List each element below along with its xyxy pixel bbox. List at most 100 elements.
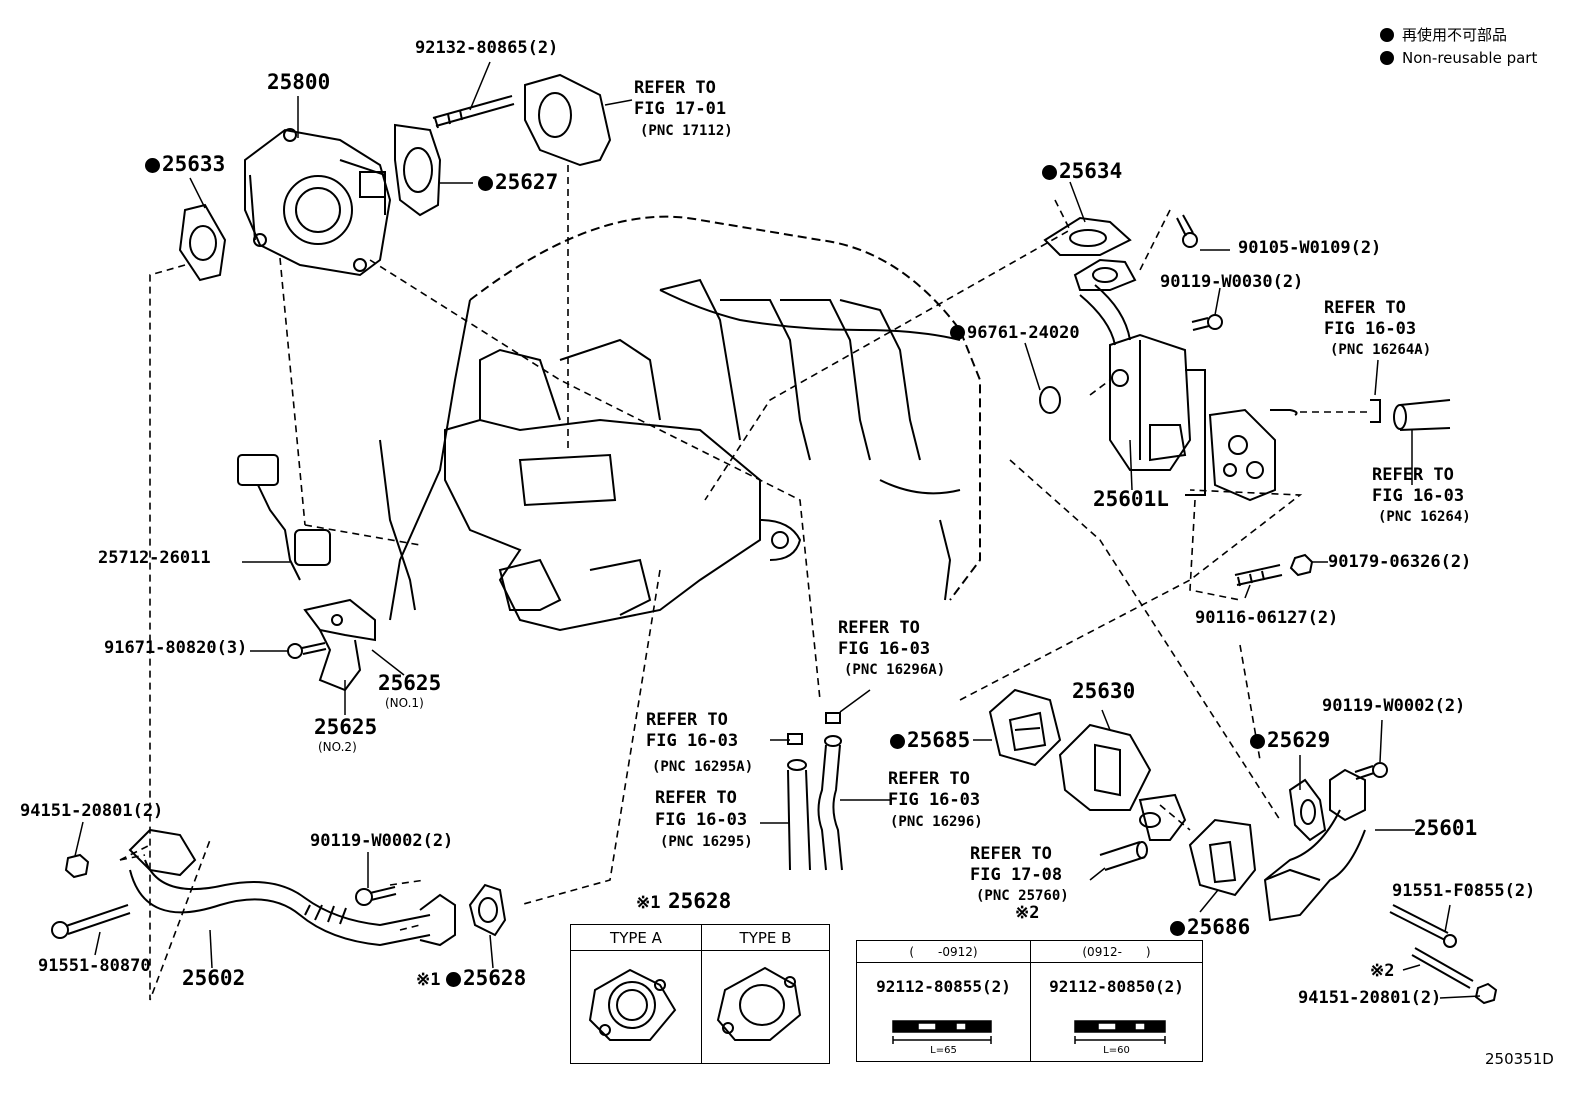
bolt-col1-header: ( -0912) [856,940,1031,963]
label-25627[interactable]: 25627 [478,172,558,193]
refer-16296-l3: (PNC 16296) [890,814,983,830]
bolts-bottomright-drawing [1354,762,1498,1005]
label-90116[interactable]: 90116-06127(2) [1195,608,1339,628]
label-25630[interactable]: 25630 [1072,679,1136,703]
legend-jp: 再使用不可部品 [1380,24,1507,45]
label-25633[interactable]: 25633 [145,154,225,175]
bolt-col1-part[interactable]: 92112-80855(2) [876,977,1011,996]
gasket-25634-drawing [1043,216,1137,291]
label-91551-f0855[interactable]: 91551-F0855(2) [1392,881,1536,901]
hoses-drawing [787,712,843,871]
refer-16295a-l2[interactable]: FIG 16-03 [646,731,739,751]
refer-16296-l2[interactable]: FIG 16-03 [888,790,981,810]
refer-16296a-l3: (PNC 16296A) [844,662,946,678]
label-90119-w0002-left[interactable]: 90119-W0002(2) [310,831,454,851]
gasket-type-table: TYPE A TYPE B [570,924,830,1064]
gasket-25627-drawing [394,123,442,217]
label-25602[interactable]: 25602 [182,966,246,990]
throttle-body-drawing [244,128,392,277]
refer-16264a-l3: (PNC 16264A) [1330,342,1432,358]
egr-valve-25601L-drawing [1079,284,1298,502]
label-25686[interactable]: 25686 [1170,917,1250,938]
legend-en: Non-reusable part [1380,49,1537,67]
refer-25760-l3: (PNC 25760) [976,888,1069,904]
figure-id: 250351D [1485,1050,1554,1068]
label-90105[interactable]: 90105-W0109(2) [1238,238,1382,258]
label-91551[interactable]: 91551-80870 [38,956,151,976]
label-25601l[interactable]: 25601L [1093,487,1169,511]
label-92132[interactable]: 92132-80865(2) [415,38,559,58]
bolt-spec-table: ( -0912) (0912- ) 92112-80855(2) L=65 92… [856,940,1203,1062]
egr-valve-25630-drawing [1058,723,1187,841]
label-90119-w0002-right[interactable]: 90119-W0002(2) [1322,696,1466,716]
note2-table: ※2 [1015,903,1040,923]
refer-17-01-l3: (PNC 17112) [640,123,733,139]
label-25628[interactable]: 25628 [446,968,526,989]
label-25629[interactable]: 25629 [1250,730,1330,751]
label-25685[interactable]: 25685 [890,730,970,751]
refer-16264-l1[interactable]: REFER TO [1372,465,1454,485]
label-25625-no2[interactable]: 25625 [314,715,378,739]
label-25625-no2-sub: (NO.2) [318,740,357,754]
refer-16296a-l2[interactable]: FIG 16-03 [838,639,931,659]
refer-16295a-l1[interactable]: REFER TO [646,710,728,730]
refer-25760-l2[interactable]: FIG 17-08 [970,865,1063,885]
pipe-25601-drawing [1263,768,1366,922]
refer-16295-l1[interactable]: REFER TO [655,788,737,808]
stud-92132-drawing [432,95,515,129]
stud-nut-90116-drawing [1234,553,1314,587]
refer-16264a-l2[interactable]: FIG 16-03 [1324,319,1417,339]
bolt-col2-length: L=60 [1103,1045,1130,1056]
label-94151-right[interactable]: 94151-20801(2) [1298,988,1442,1008]
bolt-col1-length: L=65 [930,1045,957,1056]
refer-16296-l1[interactable]: REFER TO [888,769,970,789]
label-25800[interactable]: 25800 [267,70,331,94]
label-25601[interactable]: 25601 [1414,816,1478,840]
label-25628-prefix: ※1 [416,970,441,990]
label-94151-left[interactable]: 94151-20801(2) [20,801,164,821]
label-25628-head-prefix: ※1 [636,893,661,913]
label-96761[interactable]: 96761-24020 [950,325,1080,342]
bolt-col2-cell: 92112-80850(2) L=60 [1030,962,1203,1062]
refer-16295a-l3: (PNC 16295A) [652,759,754,775]
bolt-col2-header: (0912- ) [1030,940,1203,963]
label-91671[interactable]: 91671-80820(3) [104,638,248,658]
label-25634[interactable]: 25634 [1042,161,1122,182]
oring-96761-drawing [1039,386,1061,414]
refer-16264a-l1[interactable]: REFER TO [1324,298,1406,318]
refer-16296a-l1[interactable]: REFER TO [838,618,920,638]
label-25625-no1[interactable]: 25625 [378,671,442,695]
bolts-right-drawing [1176,214,1223,331]
hose-right-drawing [1370,399,1451,431]
bolt-91551-drawing [51,904,131,939]
label-25628-head[interactable]: 25628 [668,889,732,913]
type-a-cell [570,950,702,1064]
sensor-25712-drawing [237,454,331,581]
refer-25760-l1[interactable]: REFER TO [970,844,1052,864]
bolt-col1-cell: 92112-80855(2) L=65 [856,962,1031,1062]
gasket-25628-drawing [468,883,507,937]
gasket-25685-drawing [988,688,1062,767]
bolt-col2-part[interactable]: 92112-80850(2) [1049,977,1184,996]
refer-17-01-l1[interactable]: REFER TO [634,78,716,98]
gasket-25686-drawing [1188,818,1257,897]
bolt-91671-drawing [287,642,327,659]
note2-bolt: ※2 [1370,961,1395,981]
leader-lines [74,61,1481,999]
refer-16264-l2[interactable]: FIG 16-03 [1372,486,1465,506]
engine-block-drawing [379,215,981,632]
gasket-25633-drawing [178,203,227,282]
label-90119-w0030[interactable]: 90119-W0030(2) [1160,272,1304,292]
refer-16295-l2[interactable]: FIG 16-03 [655,810,748,830]
label-90179[interactable]: 90179-06326(2) [1328,552,1472,572]
bracket-25625-drawing [303,598,376,692]
type-a-header: TYPE A [570,924,702,951]
dashed-connectors [119,165,1370,1001]
type-b-cell [701,950,830,1064]
pipe-25760-drawing [1099,841,1148,871]
type-b-header: TYPE B [701,924,830,951]
label-25712[interactable]: 25712-26011 [98,548,211,568]
refer-17-01-l2[interactable]: FIG 17-01 [634,99,727,119]
nut-94151-left-drawing [64,853,90,879]
